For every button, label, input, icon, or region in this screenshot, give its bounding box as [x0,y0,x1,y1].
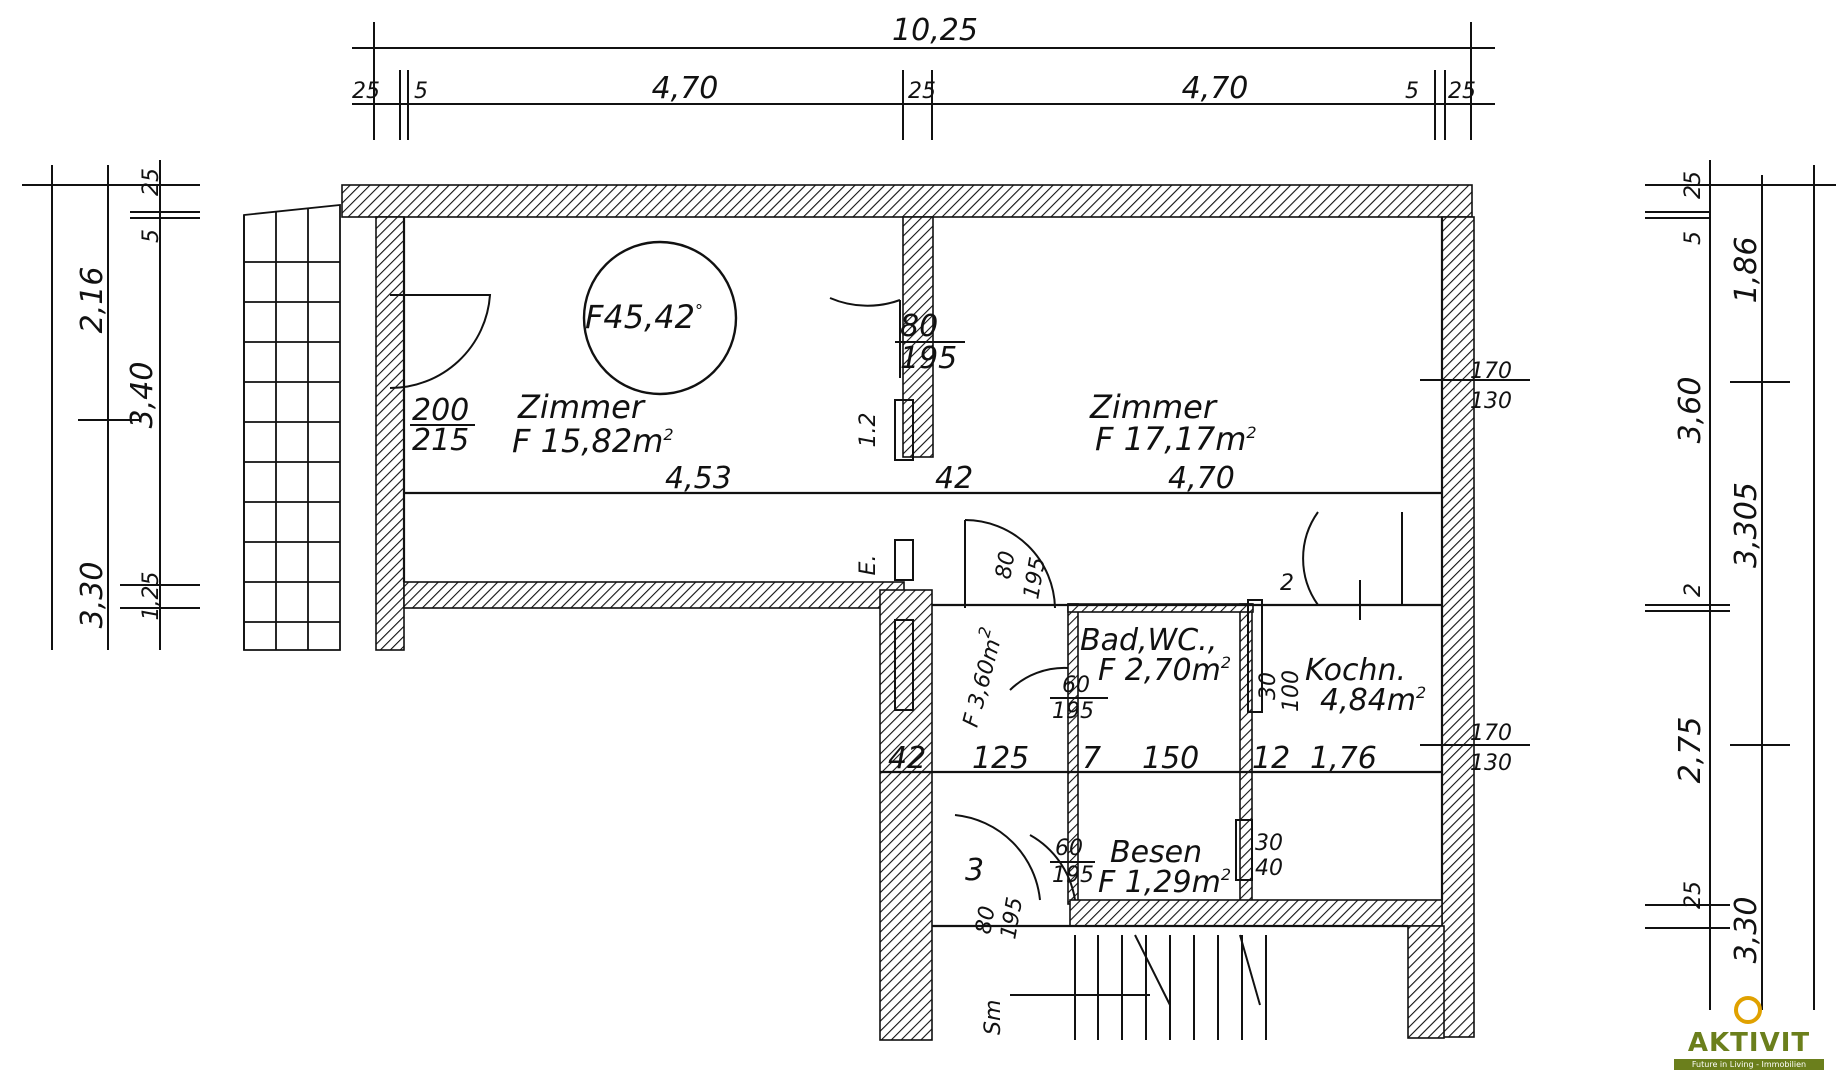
dim-right-upper: 1,86 [1729,237,1764,304]
hall-door-width: 80 [991,549,1020,581]
broom-name: Besen [1110,835,1202,870]
broom-note-2: 40 [1255,856,1283,881]
window-markers [894,379,1530,881]
room-left-area: F 15,82m2 [512,422,674,460]
dim-left-height: 3,30 [75,562,110,629]
dim-middle-side: 1.2 [856,413,881,448]
kitchen-window-height: 130 [1470,751,1512,776]
kitchen-area-sup: 2 [1416,683,1426,702]
balcony-tiles [243,204,341,651]
area-circle [582,240,738,396]
dim-left-upper: 2,16 [75,267,110,334]
stair-door-height: 195 [996,895,1028,941]
window-right-height: 130 [1470,389,1512,414]
room-right-area: F 17,17m2 [1095,420,1257,458]
stair-number: 3 [965,853,984,888]
stair-label: Sm [981,1000,1006,1035]
left-dimension-chain [22,160,200,650]
stair-door-width: 80 [971,904,1000,936]
area-circle-label-sup: ° [695,301,703,320]
brand-tagline: Future in Living - Immobilien [1674,1059,1824,1070]
broom-note-1: 30 [1255,831,1283,856]
dim-room1-width: 4,70 [652,71,719,106]
row-dim-b: 125 [972,741,1029,776]
room-left-width: 4,53 [665,461,732,496]
kitchen-name: Kochn. [1305,653,1406,688]
dim-right-wall: 2 [1681,583,1706,597]
brand-ring-icon [1734,996,1762,1024]
mark-exp: 2 [1280,571,1294,596]
area-circle-label: F45,42° [585,298,703,336]
dim-middle-wall: 42 [935,461,973,496]
stairs [1010,934,1267,1040]
hall-door-height: 195 [1019,555,1051,601]
dim-right-height: 3,30 [1729,897,1764,964]
dim-right-gap: 5 [1681,231,1706,245]
room-left-area-sup: 2 [663,425,673,444]
dim-room2-width: 4,70 [1182,71,1249,106]
broom-area-sup: 2 [1221,865,1231,884]
row-dim-c: 7 [1082,741,1101,776]
dim-left-sill: 1,25 [139,572,164,621]
hall-area: F 3,60m2 [951,625,1009,730]
dim-gap-right: 5 [1405,79,1419,104]
bath-area: F 2,70m2 [1098,653,1231,688]
kitchen-area: 4,84m2 [1320,683,1426,718]
bath-area-sup: 2 [1221,653,1231,672]
kitchen-note-2: 100 [1279,670,1304,712]
broom-door-width: 60 [1055,836,1083,861]
dim-overall-width: 10,25 [892,13,978,48]
door-top-height: 195 [900,341,957,376]
row-dim-e: 12 [1252,741,1290,776]
room-outlines [402,217,1444,928]
room-right-width: 4,70 [1168,461,1235,496]
dim-wall-left: 25 [352,79,380,104]
dim-left-window: 3,40 [125,362,160,429]
dim-right-lower: 2,75 [1673,717,1708,784]
door-top-width: 80 [900,309,938,344]
bath-name: Bad,WC., [1080,623,1217,658]
kitchen-note-1: 30 [1256,672,1281,700]
dim-right-top-wall: 25 [1681,171,1706,199]
hall-area-sup: 2 [974,625,995,640]
broom-door-height: 195 [1052,863,1094,888]
room-right-area-sup: 2 [1246,423,1256,442]
brand-name: AKTIVIT [1687,1028,1811,1058]
brand-logo: AKTIVIT Future in Living - Immobilien [1674,996,1824,1070]
room-left-name: Zimmer [517,388,646,426]
window-left-height: 215 [412,423,469,458]
walls [341,184,1475,1041]
broom-area: F 1,29m2 [1098,865,1231,900]
brand-logo-text-wrap: AKTIVIT [1674,996,1824,1058]
dim-gap-left: 5 [414,79,428,104]
bath-door-height: 195 [1052,699,1094,724]
bath-door-width: 60 [1062,673,1090,698]
dim-right-mid: 3,305 [1729,482,1764,568]
window-right-width: 170 [1470,359,1512,384]
kitchen-window-width: 170 [1470,721,1512,746]
dim-right-room: 3,60 [1673,377,1708,444]
dim-right-bottom-wall: 25 [1681,881,1706,909]
window-left-width: 200 [412,393,469,428]
dim-wall-right: 25 [1448,79,1476,104]
row-dim-d: 150 [1142,741,1199,776]
row-dim-f: 1,76 [1310,741,1377,776]
row-dim-a: 42 [888,741,926,776]
dim-middle-mark: E. [856,555,881,576]
right-dimension-chain [1645,160,1836,1010]
dim-wall-middle: 25 [908,79,936,104]
dim-left-top-wall: 25 [139,168,164,196]
dim-left-gap: 5 [139,229,164,243]
room-right-name: Zimmer [1089,388,1218,426]
top-dimension-chain [352,22,1495,140]
